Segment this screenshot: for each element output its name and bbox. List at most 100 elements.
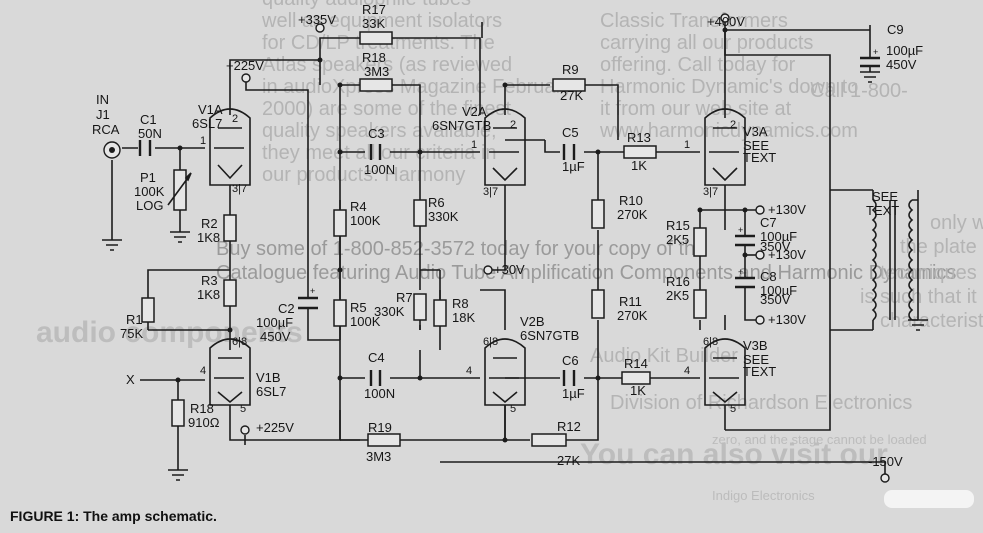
svg-text:6|8: 6|8	[703, 336, 718, 348]
label: R11	[619, 294, 642, 309]
resistors	[141, 31, 707, 447]
label: 100K	[350, 213, 381, 228]
label: C6	[562, 353, 579, 368]
resistor-r12	[531, 433, 567, 447]
bg-line: Division of Richardson Electronics	[610, 392, 913, 414]
resistor-r1	[141, 297, 155, 323]
label: 450V	[260, 329, 291, 344]
bg-line: 2000) are some of the finest	[262, 98, 512, 120]
bg-line: Buy some of 1-800-852-3572 today for you…	[216, 238, 707, 260]
label: R10	[619, 193, 643, 208]
label: 18K	[452, 310, 475, 325]
bg-line: quality audiophile tubes	[262, 0, 471, 10]
label: 270K	[617, 207, 648, 222]
bg-line: offering. Call today for	[600, 54, 796, 76]
label: R5	[350, 300, 367, 315]
svg-text:5: 5	[510, 403, 516, 415]
svg-text:1: 1	[200, 135, 206, 147]
label: 2K5	[666, 232, 689, 247]
bg-line: the plate	[900, 236, 977, 258]
label: TEXT	[866, 203, 899, 218]
label: 27K	[560, 88, 583, 103]
label: 100µF	[886, 43, 923, 58]
label: 27K	[557, 453, 580, 468]
resistor-r2	[223, 214, 237, 242]
svg-text:4: 4	[200, 365, 206, 377]
label: R15	[666, 218, 690, 233]
label: TEXT	[743, 364, 776, 379]
label: R12	[557, 419, 581, 434]
svg-text:3|7: 3|7	[483, 186, 498, 198]
svg-text:2: 2	[730, 119, 736, 131]
label: LOG	[136, 198, 163, 213]
label: V3A	[743, 124, 768, 139]
label: 100N	[364, 162, 395, 177]
label: V1B	[256, 370, 281, 385]
resistor-r3	[223, 279, 237, 307]
resistor-r18b	[171, 399, 185, 427]
bg-line: Catalogue featuring Audio Tube Amplifica…	[216, 262, 957, 284]
bg-line: audio components	[36, 316, 303, 349]
bg-line: Indigo Electronics	[712, 488, 815, 503]
label: P1	[140, 170, 156, 185]
label: R9	[562, 62, 579, 77]
label: R7	[396, 290, 413, 305]
label: 100µF	[760, 283, 797, 298]
label: 1K8	[197, 287, 220, 302]
svg-text:2: 2	[510, 119, 516, 131]
capacitor-c5	[562, 144, 576, 160]
output-transformer	[871, 190, 918, 330]
label: R8	[452, 296, 469, 311]
label: +335V	[298, 12, 336, 27]
supply-labels: +335V +225V +225V +400V +130V +130V +130…	[126, 12, 903, 469]
potentiometer-p1	[173, 169, 187, 211]
label: 330K	[374, 304, 405, 319]
label: C8	[760, 269, 777, 284]
label: V2A	[462, 104, 487, 119]
pin-labels: 1 2 3|7 4 6|8 5 1 2 3|7 4 6|8 5 1 2 3|7 …	[200, 113, 736, 415]
label: 33K	[362, 16, 385, 31]
label: C4	[368, 350, 385, 365]
tube-v1b	[209, 338, 251, 406]
label: C2	[278, 301, 295, 316]
svg-text:2: 2	[232, 113, 238, 125]
resistor-r10	[591, 199, 605, 229]
bg-line: carrying all our products	[600, 32, 814, 54]
label: R4	[350, 199, 367, 214]
svg-text:+: +	[738, 225, 743, 235]
resistor-r14	[621, 371, 651, 385]
label: R14	[624, 356, 648, 371]
label: C7	[760, 215, 777, 230]
label: IN	[96, 92, 109, 107]
bg-line: quality speakers available,	[262, 120, 497, 142]
bg-line: www.harmonicdynamics.com	[600, 120, 858, 142]
label: +130V	[768, 247, 806, 262]
resistor-r17	[359, 31, 393, 45]
label: J1	[96, 107, 110, 122]
svg-text:3|7: 3|7	[232, 183, 247, 195]
svg-text:3|7: 3|7	[703, 186, 718, 198]
capacitor-c1	[138, 140, 152, 156]
label: +30V	[494, 262, 525, 277]
bg-line: it from our web site at	[600, 98, 792, 120]
ground-symbols	[102, 71, 928, 481]
label: 3M3	[366, 449, 391, 464]
svg-text:4: 4	[466, 365, 472, 377]
label: C5	[562, 125, 579, 140]
wires	[111, 22, 919, 475]
resistor-r18	[359, 78, 393, 92]
bg-line: Classic Transformers	[600, 10, 788, 32]
label: 350V	[760, 292, 791, 307]
label: 100K	[350, 314, 381, 329]
svg-text:4: 4	[684, 365, 690, 377]
svg-text:5: 5	[730, 403, 736, 415]
resistor-r13	[623, 145, 657, 159]
resistor-r9	[552, 78, 586, 92]
label: R18	[362, 50, 386, 65]
label: 350V	[760, 239, 791, 254]
bg-line: Audio Kit Builder	[590, 345, 738, 367]
tube-v3a	[704, 108, 746, 186]
resistor-r5	[333, 299, 347, 327]
label: +130V	[768, 312, 806, 327]
